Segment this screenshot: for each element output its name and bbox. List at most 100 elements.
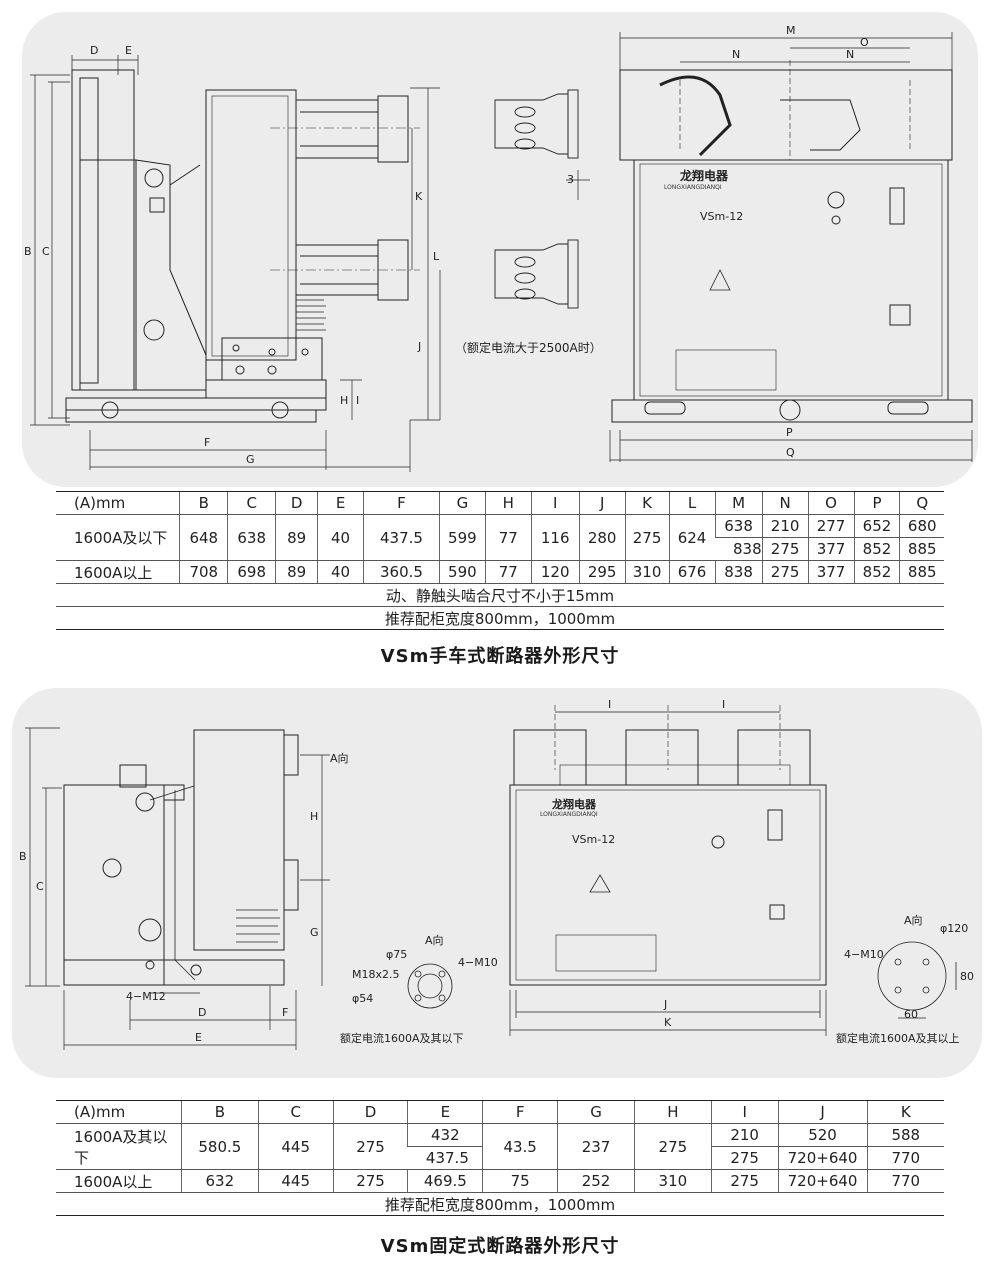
table-cell: 89 [275,514,318,561]
flange-small-d2: φ54 [352,992,373,1005]
dim-h: H [340,394,348,407]
dim-k-front: K [664,1016,672,1029]
contact-detail-view [494,89,590,309]
table-header-cell: G [438,491,486,515]
table-cell: 40 [317,514,364,561]
table-cell: 624 [668,514,715,561]
table-cell: 275 [710,1169,779,1193]
table-header-cell: M [714,491,763,515]
table-cell: 43.5 [482,1123,558,1170]
dim-e: E [125,44,132,57]
dim-e-fixed: E [195,1031,202,1044]
dim-i1: I [608,698,611,711]
table-note: 动、静触头啮合尺寸不小于15mm [56,583,944,607]
current-note: （额定电流大于2500A时） [455,340,602,355]
table-header-cell: I [710,1100,779,1124]
flange-small-d1: φ75 [386,948,407,961]
table-cell: 40 [317,560,364,584]
handcart-caption: VSm手车式断路器外形尺寸 [380,646,620,667]
dim-d: D [90,44,98,57]
dim-k: K [415,190,423,203]
table-header-cell: C [257,1100,334,1124]
table-cell: 445 [257,1169,334,1193]
table-cell: 275 [761,560,809,584]
table-cell: 720+640 [777,1146,868,1170]
row-label: 1600A及其以下 [56,1123,182,1170]
flange-large-caption: 额定电流1600A及其以上 [836,1031,960,1045]
table-cell: 120 [530,560,580,584]
table-note-row: 推荐配柜宽度800mm，1000mm [56,1192,944,1216]
table-cell: 89 [275,560,318,584]
table-cell: 75 [482,1169,558,1193]
table-cell: 77 [484,560,532,584]
table-header-cell: H [484,491,532,515]
flange-small-caption: 额定电流1600A及其以下 [340,1031,464,1045]
table-cell: 377 [807,537,855,561]
table-cell: 885 [899,560,944,584]
flange-small-bolt: 4−M10 [458,956,498,969]
flange-large-labels: A向 φ120 4−M10 60 80 额定电流1600A及其以上 [836,913,974,1045]
dim-b-fixed: B [19,850,27,863]
dim-m: M [786,24,796,37]
flange-large-bolt: 4−M10 [844,948,884,961]
table-note: 推荐配柜宽度800mm，1000mm [56,1192,944,1216]
dim-q: Q [786,446,795,459]
table-cell: 652 [853,514,900,538]
table-header-cell: G [557,1100,635,1124]
dim-f: F [204,436,210,449]
dim-n1: N [732,48,740,61]
table-cell: 770 [866,1169,944,1193]
table-cell: 469.5 [407,1169,483,1193]
table-row: 1600A以上 632 445 275 469.5 75 252 310 275… [56,1169,944,1193]
table-cell: 432 [407,1123,483,1147]
table-header-cell: D [275,491,318,515]
table-header-cell: (A)mm [56,1100,182,1124]
table-header-cell: B [180,1100,259,1124]
handcart-side-view [30,55,441,472]
logo-sub-top: LONGXIANGDIANQI [664,184,722,191]
table-cell: 295 [578,560,626,584]
table-cell: 676 [668,560,715,584]
dim-l: L [433,250,440,263]
row-label: 1600A以上 [56,1169,182,1193]
model-bottom: VSm-12 [572,833,615,846]
fixed-front-view [509,705,827,1036]
table-cell: 698 [227,560,276,584]
dim-j-front: J [663,998,667,1011]
table-header-cell: I [530,491,580,515]
table-header-cell: H [633,1100,712,1124]
fixed-front-labels: I I J K 龙翔电器 LONGXIANGDIANQI VSm-12 [540,698,725,1029]
table-header-cell: J [777,1100,868,1124]
flange-small-a: A向 [425,933,444,947]
dim-c-fixed: C [36,880,44,893]
dim-b: B [24,245,32,258]
dim-n2: N [846,48,854,61]
table-header-cell: (A)mm [56,491,180,515]
table-header-cell: E [317,491,364,515]
table-header-cell: K [624,491,670,515]
logo-top: 龙翔电器 [680,168,729,183]
model-top: VSm-12 [700,210,743,223]
flange-large-d: φ120 [940,922,968,935]
table-cell: 280 [578,514,626,561]
logo-bottom: 龙翔电器 [551,797,597,811]
table-row: 437.5 275 720+640 770 [56,1146,944,1170]
table-cell: 638 [227,514,276,561]
dim-i: I [356,394,359,407]
table-cell: 210 [710,1123,779,1147]
table-cell: 275 [761,537,809,561]
flange-large-h: 80 [960,970,974,983]
flange-large-a: A向 [904,913,923,927]
dim-j: J [417,340,421,353]
table-cell: 599 [438,514,486,561]
table-cell: 116 [530,514,580,561]
table-header-cell: O [807,491,855,515]
table-cell: 770 [866,1146,944,1170]
table-header-cell: F [363,491,440,515]
fixed-caption: VSm固定式断路器外形尺寸 [380,1236,620,1257]
table-header-cell: J [578,491,626,515]
flange-small-m: M18x2.5 [352,968,400,981]
m12-label: 4−M12 [126,990,166,1003]
table-header-cell: D [332,1100,408,1124]
fixed-dimension-table: (A)mm B C D E F G H I J K 1600A及其以下 580.… [56,1100,944,1216]
